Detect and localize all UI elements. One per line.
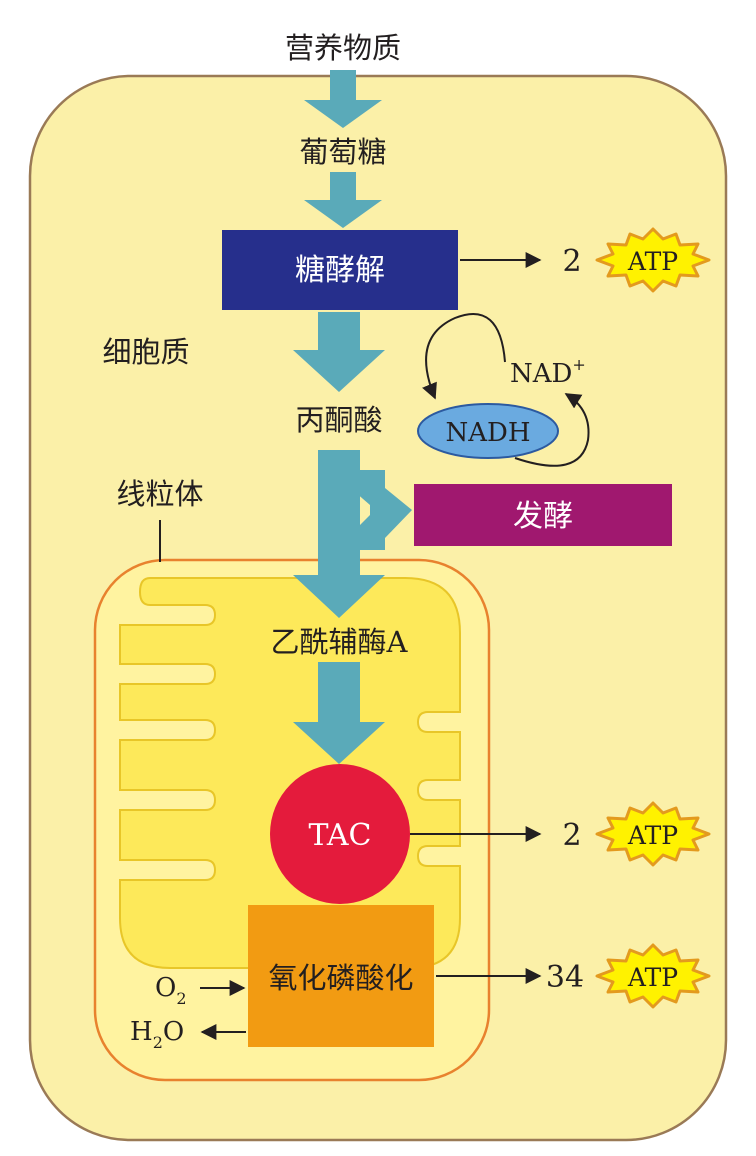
glycolysis-label: 糖酵解 xyxy=(295,253,385,288)
nad-plus-label: NAD+ xyxy=(510,355,586,389)
atp-yield-oxphos: 34 ATP xyxy=(546,943,711,1009)
cytoplasm-label: 细胞质 xyxy=(102,335,189,369)
nad-cycle-arrow-top xyxy=(422,313,506,400)
atp-count: 2 xyxy=(562,244,581,279)
nadh-ellipse xyxy=(417,403,559,459)
fermentation-label: 发酵 xyxy=(513,499,573,534)
oxphos-box xyxy=(248,905,434,1047)
nadh-label: NADH xyxy=(445,418,530,448)
atp-yield-glycolysis: 2 ATP xyxy=(562,227,711,293)
arrow-glucose-to-glycolysis xyxy=(304,172,382,228)
fermentation-box xyxy=(414,484,672,546)
nad-cycle-arrow-bottom xyxy=(514,393,590,467)
h2o-label: H2O xyxy=(130,1017,184,1052)
glycolysis-box xyxy=(222,230,458,310)
atp-yield-tac: 2 ATP xyxy=(562,801,711,867)
atp-label: ATP xyxy=(627,247,678,276)
atp-label: ATP xyxy=(627,821,678,850)
acetyl-coa-label: 乙酰辅酶A xyxy=(271,625,409,659)
arrow-pyruvate-to-acetylcoa xyxy=(293,450,385,618)
atp-label: ATP xyxy=(627,963,678,992)
arrow-nutrients-to-glucose xyxy=(304,70,382,128)
atp-count: 2 xyxy=(562,818,581,853)
arrow-acetylcoa-to-tac xyxy=(293,662,385,764)
nutrients-label: 营养物质 xyxy=(285,31,401,65)
o2-label: O2 xyxy=(155,973,187,1008)
pathway-arrows xyxy=(293,70,412,764)
tac-label: TAC xyxy=(309,818,372,853)
mitochondria-label: 线粒体 xyxy=(116,477,203,511)
arrow-glycolysis-to-pyruvate xyxy=(293,312,385,392)
atp-count: 34 xyxy=(546,960,584,995)
arrow-pyruvate-to-fermentation xyxy=(355,470,412,550)
tac-circle xyxy=(270,764,410,904)
glucose-label: 葡萄糖 xyxy=(299,135,386,169)
pyruvate-label: 丙酮酸 xyxy=(295,403,382,437)
oxphos-label: 氧化磷酸化 xyxy=(268,961,413,995)
